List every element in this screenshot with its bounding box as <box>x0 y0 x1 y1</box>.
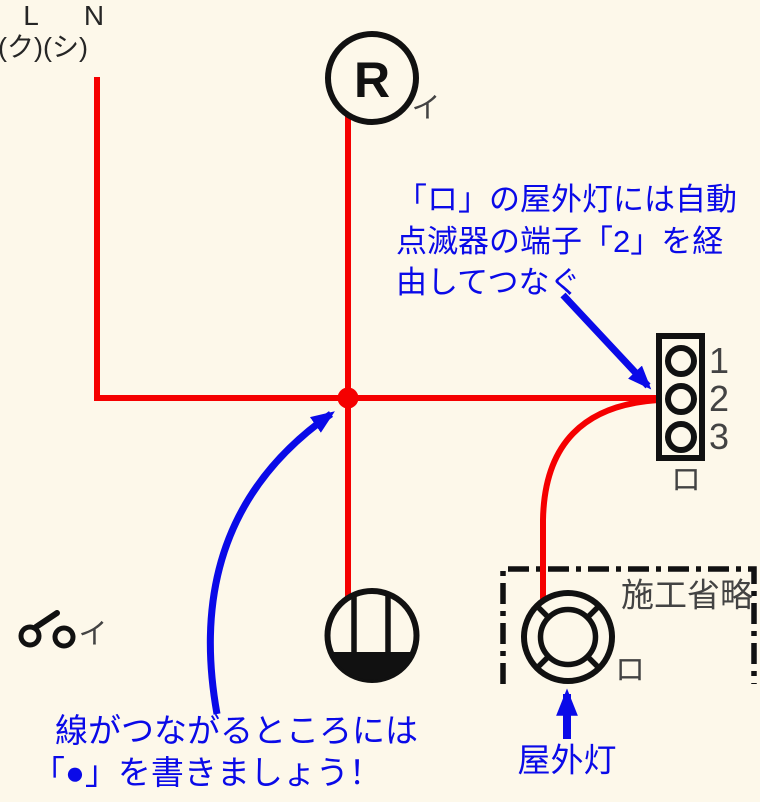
terminal-note-line3: 由してつなぐ <box>396 265 581 300</box>
terminal-note-arrow <box>560 292 652 390</box>
terminal-label-3: 3 <box>708 416 730 457</box>
source-phase-labels: (ク)(シ) <box>0 32 88 63</box>
ceiling-light-symbol <box>324 588 420 683</box>
outdoor-light-symbol <box>521 590 615 684</box>
switch-symbol <box>18 610 76 649</box>
outdoor-light-circuit-label: ロ <box>615 654 645 687</box>
wire-outdoor-light <box>540 397 660 601</box>
source-label-l: L <box>23 0 39 31</box>
terminal-label-2: 2 <box>708 378 730 419</box>
wire-neutral <box>94 77 659 401</box>
terminal-1-circle <box>665 345 697 377</box>
junction-note-arrow <box>206 411 335 715</box>
terminal-label-1: 1 <box>708 340 730 381</box>
terminal-note-line2: 点滅器の端子「2」を経 <box>396 224 724 259</box>
junction-dot <box>337 387 359 409</box>
outdoor-light-caption: 屋外灯 <box>517 741 617 779</box>
terminal-2-circle <box>665 383 697 415</box>
lamp-receptacle-letter: R <box>353 52 391 108</box>
lamp-receptacle-symbol <box>325 31 419 125</box>
junction-note-line1: 線がつながるところには <box>55 712 418 749</box>
source-label-n: N <box>83 0 105 31</box>
terminal-3-circle <box>665 421 697 453</box>
terminal-block <box>656 333 705 461</box>
omission-label: 施工省略 <box>621 576 753 614</box>
switch-circuit-label: イ <box>78 618 108 651</box>
lamp-receptacle-circuit-label: イ <box>411 92 441 125</box>
omission-box-border <box>500 566 757 684</box>
junction-note-line2: 「●」を書きましょう！ <box>32 754 382 791</box>
terminal-block-circuit-label: ロ <box>671 464 701 497</box>
terminal-note-line1: 「ロ」の屋外灯には自動 <box>396 182 737 217</box>
